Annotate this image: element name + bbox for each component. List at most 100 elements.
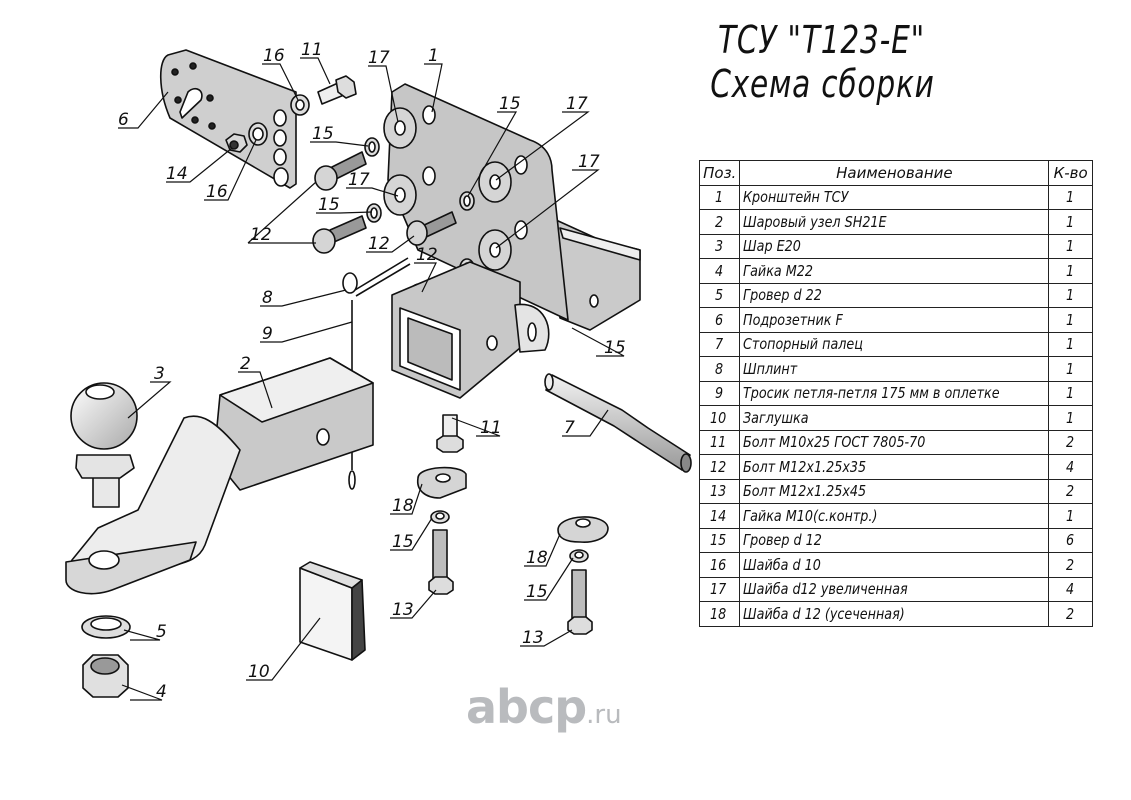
table-row: 15 Гровер d 12 6 bbox=[698, 527, 1093, 553]
cell-pos: 3 bbox=[698, 233, 741, 259]
cell-pos-text: 9 bbox=[714, 384, 724, 403]
watermark-tld: .ru bbox=[586, 700, 622, 730]
cell-name-text: Стопорный палец bbox=[743, 335, 864, 354]
callout-2: 2 bbox=[240, 354, 251, 374]
header-pos: Поз. bbox=[698, 160, 741, 186]
leader-lines bbox=[118, 57, 625, 701]
cell-qty-text: 1 bbox=[1065, 335, 1075, 354]
callout-8: 8 bbox=[262, 288, 273, 308]
callout-10: 10 bbox=[248, 662, 270, 682]
callout-18: 18 bbox=[392, 496, 414, 516]
callout-5: 5 bbox=[156, 622, 167, 642]
cell-name-text: Заглушка bbox=[743, 408, 810, 427]
cell-pos: 10 bbox=[698, 405, 741, 431]
cell-name-text: Подрозетник F bbox=[743, 310, 844, 329]
cell-pos: 18 bbox=[698, 601, 741, 627]
cell-name: Шайба d12 увеличенная bbox=[739, 576, 1050, 602]
cell-qty: 1 bbox=[1048, 356, 1093, 382]
cell-pos: 5 bbox=[698, 282, 741, 308]
cell-name: Болт М12х1.25х35 bbox=[739, 454, 1050, 480]
watermark-logo: abcp.ru bbox=[466, 682, 622, 740]
callout-16: 16 bbox=[263, 46, 285, 66]
cell-qty: 1 bbox=[1048, 282, 1093, 308]
cell-qty: 1 bbox=[1048, 184, 1093, 210]
cell-pos: 4 bbox=[698, 258, 741, 284]
cell-pos: 15 bbox=[698, 527, 741, 553]
cell-qty-text: 6 bbox=[1065, 531, 1075, 550]
cell-name: Шплинт bbox=[739, 356, 1050, 382]
cell-qty-text: 2 bbox=[1065, 555, 1075, 574]
callout-4: 4 bbox=[156, 682, 167, 702]
cell-name: Болт М10х25 ГОСТ 7805-70 bbox=[739, 429, 1050, 455]
cell-name-text: Кронштейн ТСУ bbox=[743, 188, 849, 207]
cell-pos: 12 bbox=[698, 454, 741, 480]
cell-name: Тросик петля-петля 175 мм в оплетке bbox=[739, 380, 1050, 406]
cell-pos-text: 11 bbox=[710, 433, 727, 452]
cell-qty: 1 bbox=[1048, 209, 1093, 235]
stop-pin-part-7 bbox=[544, 373, 692, 473]
cell-name-text: Болт М12х1.25х45 bbox=[743, 482, 867, 501]
cell-name-text: Болт М12х1.25х35 bbox=[743, 457, 867, 476]
cell-name: Стопорный палец bbox=[739, 331, 1050, 357]
ball-mount-part-2 bbox=[65, 357, 374, 595]
receiver-tube bbox=[391, 261, 550, 399]
cell-qty: 6 bbox=[1048, 527, 1093, 553]
table-row: 6 Подрозетник F 1 bbox=[698, 307, 1093, 333]
cell-qty-text: 1 bbox=[1065, 261, 1075, 280]
cell-name-text: Болт М10х25 ГОСТ 7805-70 bbox=[743, 433, 926, 452]
cell-name: Шайба d 12 (усеченная) bbox=[739, 601, 1050, 627]
cotter-pin-part-8 bbox=[342, 257, 411, 297]
cell-qty: 2 bbox=[1048, 601, 1093, 627]
cell-qty: 4 bbox=[1048, 576, 1093, 602]
title-line-2: Схема сборки bbox=[710, 62, 935, 106]
cell-qty-text: 1 bbox=[1065, 212, 1075, 231]
cell-name: Гровер d 12 bbox=[739, 527, 1050, 553]
cell-name-text: Шайба d 12 (усеченная) bbox=[743, 604, 906, 623]
cell-qty-text: 2 bbox=[1065, 604, 1075, 623]
cell-qty: 4 bbox=[1048, 454, 1093, 480]
cell-pos-text: 13 bbox=[710, 482, 727, 501]
callout-15: 15 bbox=[499, 94, 521, 114]
spring-washer-part-15-lower bbox=[430, 510, 589, 563]
cell-qty: 1 bbox=[1048, 233, 1093, 259]
callout-17d: 17 bbox=[348, 170, 370, 190]
cell-qty: 1 bbox=[1048, 380, 1093, 406]
cell-pos-text: 15 bbox=[710, 531, 727, 550]
socket-plate-part-6 bbox=[159, 49, 297, 189]
cell-name-text: Гайка М10(с.контр.) bbox=[743, 506, 878, 525]
cell-pos: 14 bbox=[698, 503, 741, 529]
cell-name-text: Гровер d 22 bbox=[743, 286, 823, 305]
cell-name: Болт М12х1.25х45 bbox=[739, 478, 1050, 504]
cell-pos: 9 bbox=[698, 380, 741, 406]
table-row: 16 Шайба d 10 2 bbox=[698, 552, 1093, 578]
cell-pos-text: 8 bbox=[714, 359, 724, 378]
cell-pos: 2 bbox=[698, 209, 741, 235]
callout-17: 17 bbox=[368, 48, 390, 68]
cell-qty: 1 bbox=[1048, 307, 1093, 333]
bolt-part-13 bbox=[428, 529, 593, 635]
cell-qty: 1 bbox=[1048, 331, 1093, 357]
cell-qty-text: 1 bbox=[1065, 188, 1075, 207]
cell-qty: 1 bbox=[1048, 258, 1093, 284]
cell-name: Шаровый узел SH21E bbox=[739, 209, 1050, 235]
table-row: 8 Шплинт 1 bbox=[698, 356, 1093, 382]
cell-pos-text: 16 bbox=[710, 555, 727, 574]
cell-name-text: Шплинт bbox=[743, 359, 798, 378]
cell-pos-text: 18 bbox=[710, 604, 727, 623]
cell-pos-text: 1 bbox=[714, 188, 724, 207]
washer-part-18 bbox=[416, 466, 609, 543]
cell-qty-text: 4 bbox=[1065, 580, 1075, 599]
cell-pos: 7 bbox=[698, 331, 741, 357]
cell-name-text: Шайба d 10 bbox=[743, 555, 822, 574]
cell-pos-text: 6 bbox=[714, 310, 724, 329]
bracket-part-1 bbox=[387, 83, 641, 331]
